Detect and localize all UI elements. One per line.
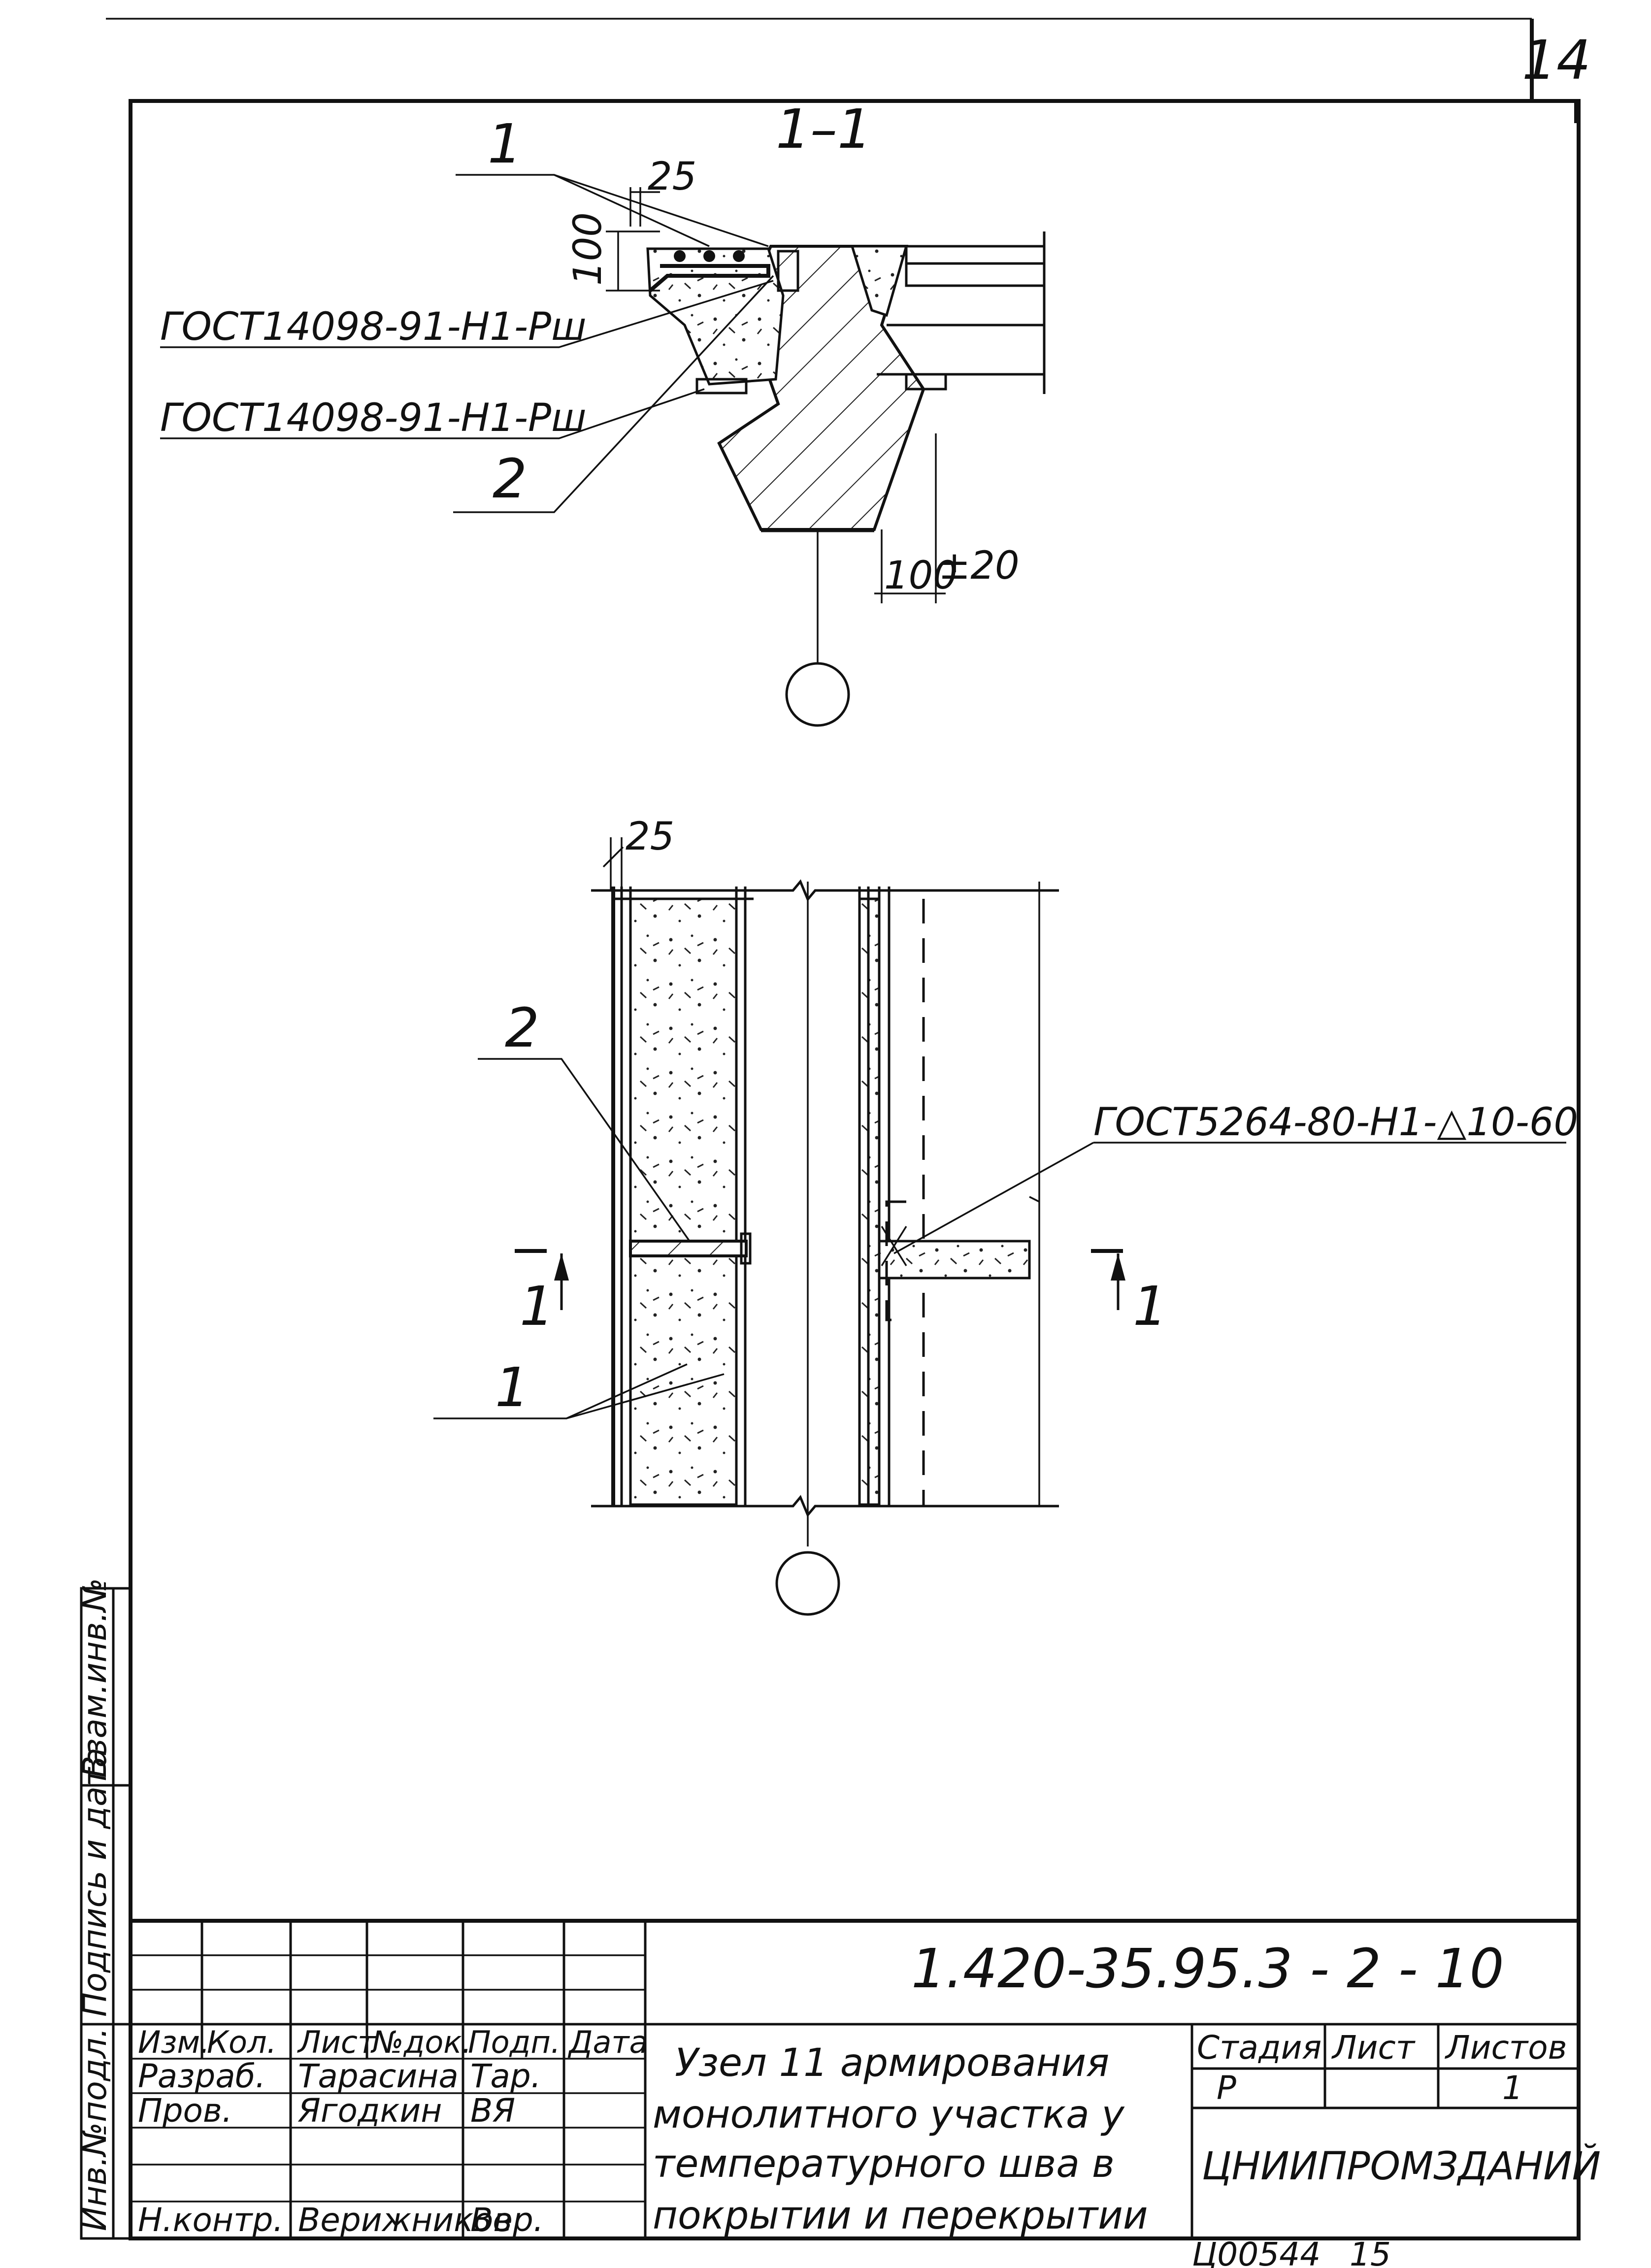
header-podp: Подп. [468,2024,561,2060]
header-list: Лист [297,2024,376,2060]
sheet-header: Лист [1331,2029,1416,2067]
stage-header: Стадия [1197,2029,1321,2067]
gost-lower-callout: ГОСТ14098-91-Н1-Рш [160,396,586,440]
svg-text:100: 100 [566,212,610,286]
section-title: 1–1 [776,98,872,161]
svg-text:100: 100 [884,554,958,598]
plan-dimension-25: 25 [626,815,674,859]
side-stamp: Взам.инв.№ Подпись и дата Инв.№подл. [76,1578,132,2240]
signature-checked: ВЯ [470,2092,515,2130]
section-cut-right: 1 [1091,1249,1167,1338]
name-developed: Тарасина [298,2057,459,2095]
stamp-inv-podl: Инв.№подл. [76,2028,114,2231]
reinforcing-bar [649,264,770,293]
header-izm: Изм. [138,2024,210,2060]
title-line-1: Узел 11 армирования [675,2041,1109,2085]
svg-text:±20: ±20 [938,544,1020,588]
stamp-podpis-data: Подпись и дата [76,1747,114,2017]
title-line-3: температурного шва в [653,2142,1115,2186]
monolith-infill [646,247,785,386]
signature-norm-control: Вер. [470,2201,544,2239]
svg-text:25: 25 [648,155,696,199]
axis-marker-bottom [775,1551,840,1616]
role-checked: Пров. [138,2092,232,2130]
right-slab-top [905,245,1046,287]
archive-code: Ц00544 [1192,2235,1321,2268]
title-block: 1.420-35.95.3 - 2 - 10 Изм. Кол. Лист №д… [129,1919,1601,2240]
bottom-dimension-100: 100 ±20 [874,433,1020,603]
axis-marker-top [785,662,850,727]
document-code: 1.420-35.95.3 - 2 - 10 [911,1937,1504,2000]
title-line-2: монолитного участка у [653,2093,1125,2137]
sheets-header: Листов [1445,2029,1567,2067]
name-checked: Ягодкин [297,2092,442,2130]
top-dimension-25: 25 [629,155,696,227]
stamp-vzam-inv: Взам.инв.№ [76,1578,114,1778]
signature-developed: Тар. [470,2057,541,2095]
header-kol: Кол. [207,2024,276,2060]
label-position-2-plan: 2 [505,996,539,1059]
label-position-1-plan: 1 [495,1356,529,1419]
section-1-1: 1–1 25 [160,98,1046,727]
section-cut-left: 1 [515,1249,569,1338]
gost-plan-callout: ГОСТ5264-80-Н1-△10-60 [1093,1100,1578,1145]
role-developed: Разраб. [138,2057,265,2095]
header-data: Дата [567,2024,648,2060]
svg-text:1: 1 [1133,1275,1167,1338]
svg-text:1: 1 [520,1275,554,1338]
title-line-4: покрытии и перекрытии [653,2194,1148,2238]
role-norm-control: Н.контр. [138,2201,283,2239]
sheet-number: 14 [1522,29,1591,92]
name-norm-control: Верижников [298,2201,512,2239]
gost-upper-callout: ГОСТ14098-91-Н1-Рш [160,305,586,349]
organization: ЦНИИПРОМЗДАНИЙ [1202,2143,1601,2189]
plan-view: 25 1 1 2 1 ГОСТ5264-80-Н1-△10-60 [433,815,1578,1616]
header-ndok: №док. [370,2024,471,2060]
footer-page: 15 [1350,2235,1391,2268]
top-dimension-100: 100 [566,212,660,292]
label-position-1-top: 1 [488,112,522,175]
right-rib-infill [850,245,908,317]
plan-left-slab [629,897,738,1506]
sheets-value: 1 [1502,2069,1523,2107]
stage-value: Р [1217,2069,1236,2107]
label-position-2-top: 2 [493,447,527,510]
